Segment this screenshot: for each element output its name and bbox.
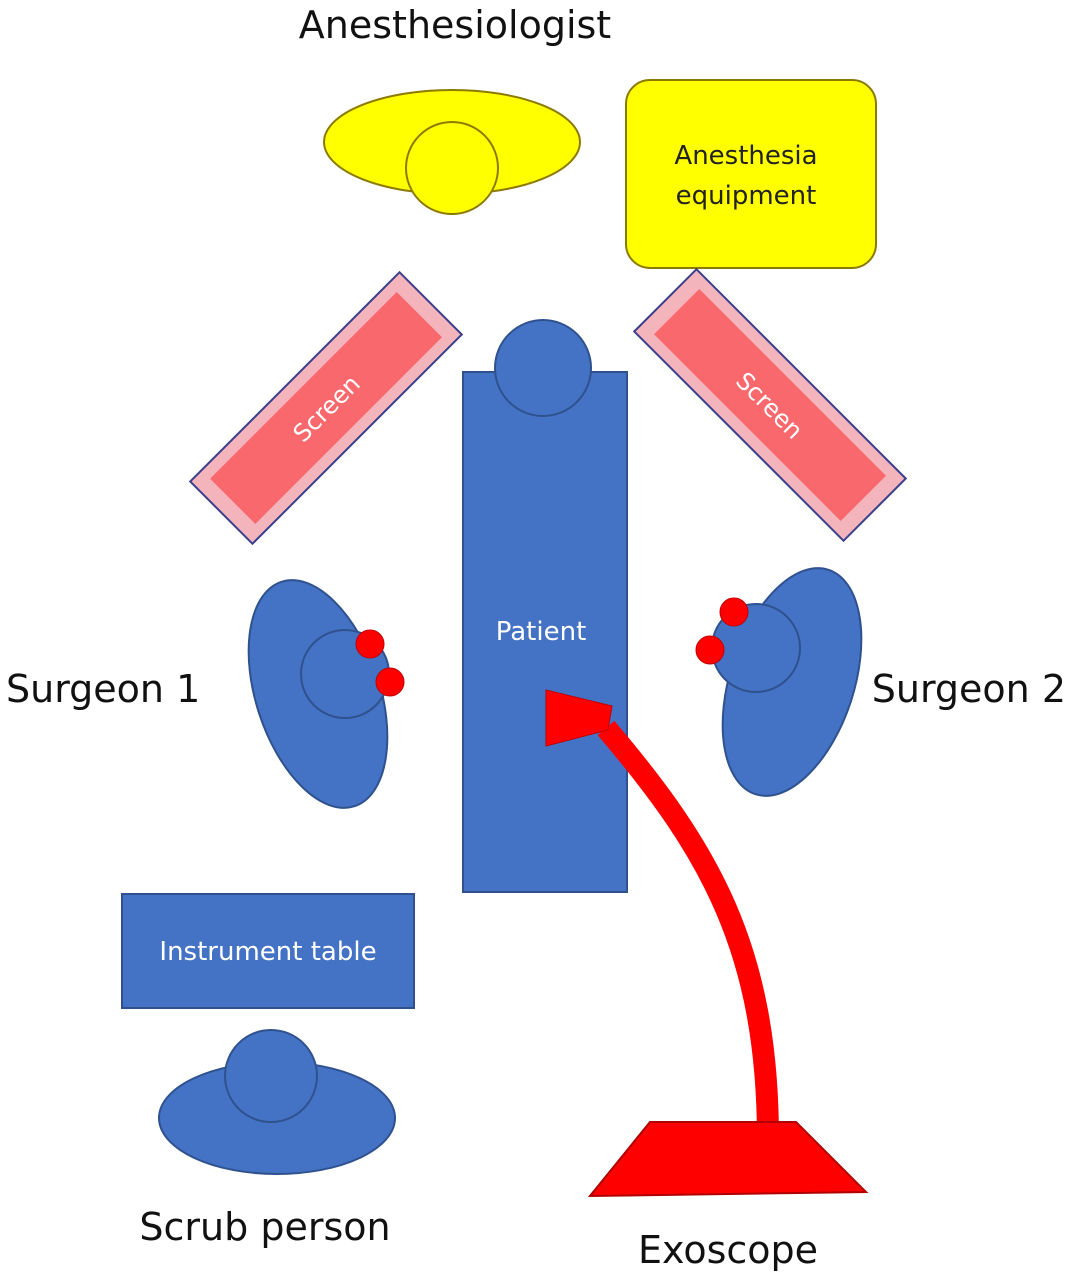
- anesthesia-equipment-label-line1: Anesthesia: [674, 141, 817, 171]
- exoscope-base-icon: [587, 1121, 869, 1198]
- instrument-table-label: Instrument table: [159, 937, 376, 967]
- surgeon-1-hand-icon: [375, 667, 405, 697]
- screen-right: Screen: [632, 267, 908, 543]
- surgeon-2-figure: [695, 567, 863, 797]
- surgeon-1-hand-icon: [355, 629, 385, 659]
- screen-left: Screen: [188, 270, 464, 546]
- instrument-table: Instrument table: [121, 893, 415, 1009]
- patient-label: Patient: [496, 617, 587, 647]
- exoscope-arm: [597, 720, 779, 1141]
- surgeon-2-hand-icon: [695, 635, 725, 665]
- anesthesiologist-figure: [323, 89, 581, 215]
- patient-figure: Patient: [462, 319, 628, 893]
- surgeon-1-figure: [247, 579, 405, 809]
- exoscope-figure: [545, 689, 869, 1198]
- surgeon-1-label: Surgeon 1: [6, 667, 200, 711]
- scrub-person-label: Scrub person: [139, 1205, 390, 1249]
- anesthesia-equipment: Anesthesia equipment: [625, 79, 877, 269]
- exoscope-head-icon: [545, 689, 613, 747]
- surgeon-2-label: Surgeon 2: [872, 667, 1066, 711]
- anesthesiologist-label: Anesthesiologist: [299, 3, 611, 47]
- anesthesia-equipment-label-line2: equipment: [676, 181, 817, 211]
- scrub-person-figure: [158, 1029, 396, 1175]
- exoscope-label: Exoscope: [638, 1228, 818, 1272]
- surgeon-2-hand-icon: [719, 597, 749, 627]
